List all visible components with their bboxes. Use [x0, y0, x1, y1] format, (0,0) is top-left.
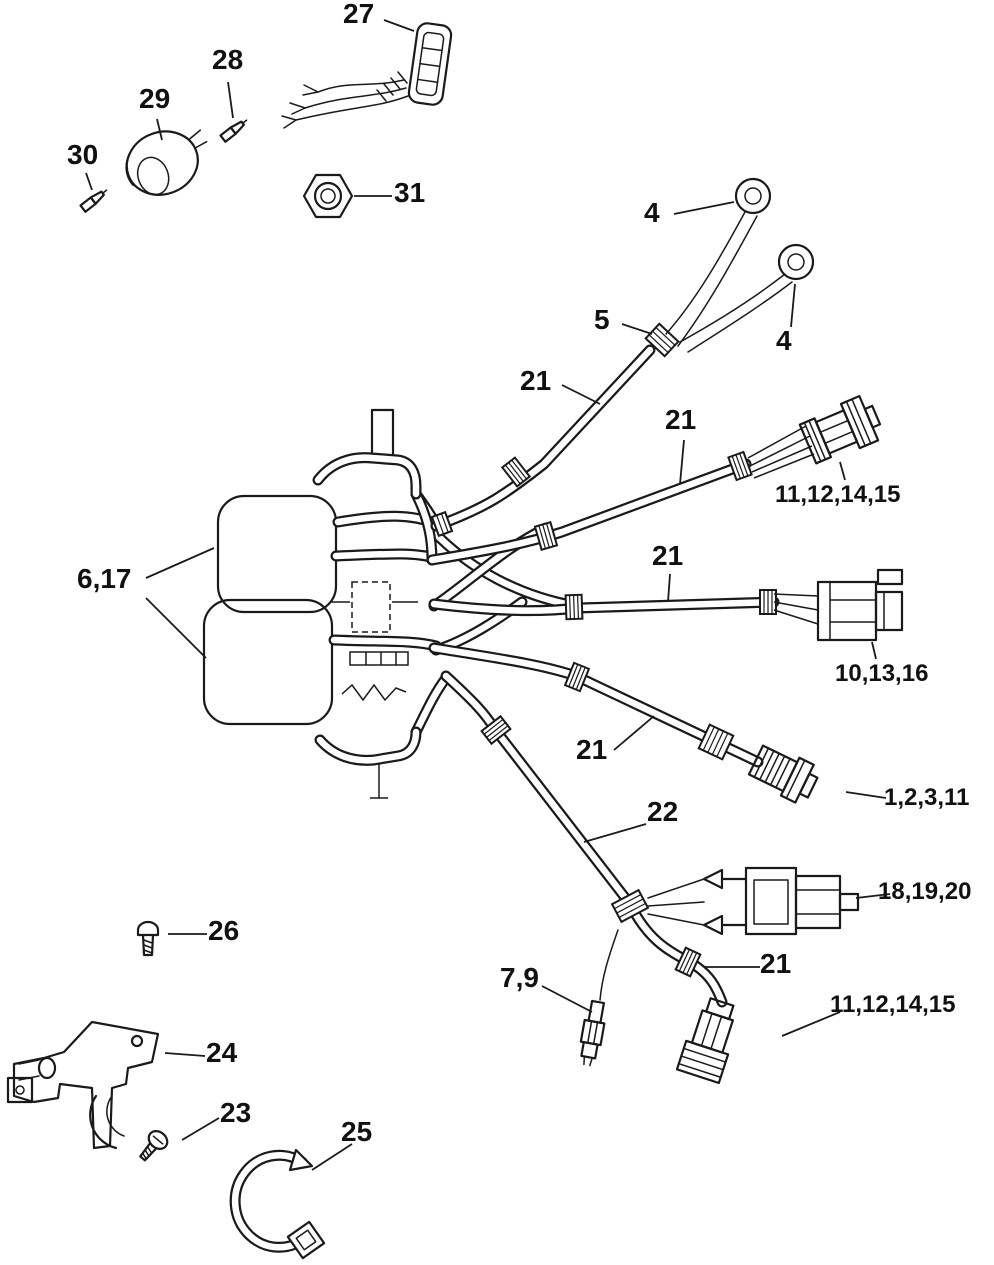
- callout-29: 29: [139, 83, 171, 114]
- callout-21-1: 21: [520, 365, 552, 396]
- clamp-band: [533, 521, 559, 551]
- callout-5: 5: [594, 304, 610, 335]
- harness-cover-bottom: [202, 598, 334, 726]
- callout-24: 24: [206, 1037, 238, 1068]
- part-30-terminal: [79, 189, 108, 213]
- callout-21-5: 21: [760, 948, 792, 979]
- clamp-band: [759, 589, 777, 615]
- part-31-nut: [302, 173, 354, 219]
- wire-fans: [747, 425, 819, 625]
- part-27-pigtail: [281, 22, 453, 129]
- harness-body: [202, 408, 418, 799]
- connector-11-12-14-15-bottom: [675, 997, 735, 1085]
- callout-11-12-14-15-bottom: 11,12,14,15: [830, 991, 956, 1018]
- harness-cover-top: [216, 494, 338, 614]
- connector-10-13-16: [816, 568, 904, 642]
- callout-10-13-16: 10,13,16: [835, 660, 929, 687]
- callout-21-2: 21: [665, 404, 697, 435]
- connector-11-12-14-15-top: [798, 395, 882, 465]
- harness-top-post: [370, 408, 395, 462]
- part-26-screw: [136, 920, 160, 957]
- part-24-bracket: [6, 1020, 160, 1150]
- clamp-band: [500, 456, 532, 488]
- wrap-band: [610, 888, 650, 924]
- callout-22: 22: [647, 796, 679, 827]
- callout-28: 28: [212, 44, 244, 75]
- clamp-band: [430, 510, 454, 538]
- part-23-screw: [139, 1130, 169, 1162]
- clamp-band: [480, 714, 512, 746]
- crimp-band: [644, 322, 680, 358]
- part-25-clamp: [235, 1148, 326, 1260]
- callout-6-17: 6,17: [77, 563, 132, 594]
- clamp-band: [674, 946, 702, 978]
- clamp-band: [727, 450, 753, 482]
- connector-1-2-3-11: [747, 744, 819, 804]
- callout-26: 26: [208, 915, 240, 946]
- callout-31: 31: [394, 177, 426, 208]
- harness-clamps: [430, 322, 777, 978]
- clamp-band: [564, 593, 584, 621]
- clamp-band: [563, 661, 591, 693]
- harness-body-details: [330, 581, 418, 799]
- callout-30: 30: [67, 139, 99, 170]
- callout-27: 27: [343, 0, 375, 29]
- branch-to-connector-10-13-16: [434, 602, 774, 611]
- part-29-boot: [125, 129, 208, 196]
- callout-23: 23: [220, 1097, 252, 1128]
- callout-4-right: 4: [776, 325, 792, 356]
- callout-7-9: 7,9: [500, 962, 539, 993]
- callout-1-2-3-11: 1,2,3,11: [884, 784, 970, 811]
- ring-terminal-right: [679, 243, 815, 353]
- connector-7-9: [579, 929, 619, 1067]
- part-28-terminal: [219, 119, 248, 143]
- callout-21-4: 21: [576, 734, 608, 765]
- connector-18-19-20: [647, 866, 860, 936]
- callout-11-12-14-15-top: 11,12,14,15: [775, 481, 901, 508]
- leader-lines: [85, 19, 891, 1171]
- ring-terminal-top: [665, 177, 772, 347]
- callout-21-3: 21: [652, 540, 684, 571]
- wrap-band: [697, 723, 735, 761]
- callout-18-19-20: 18,19,20: [878, 878, 972, 905]
- callout-4-top: 4: [644, 197, 660, 228]
- callout-25: 25: [341, 1116, 373, 1147]
